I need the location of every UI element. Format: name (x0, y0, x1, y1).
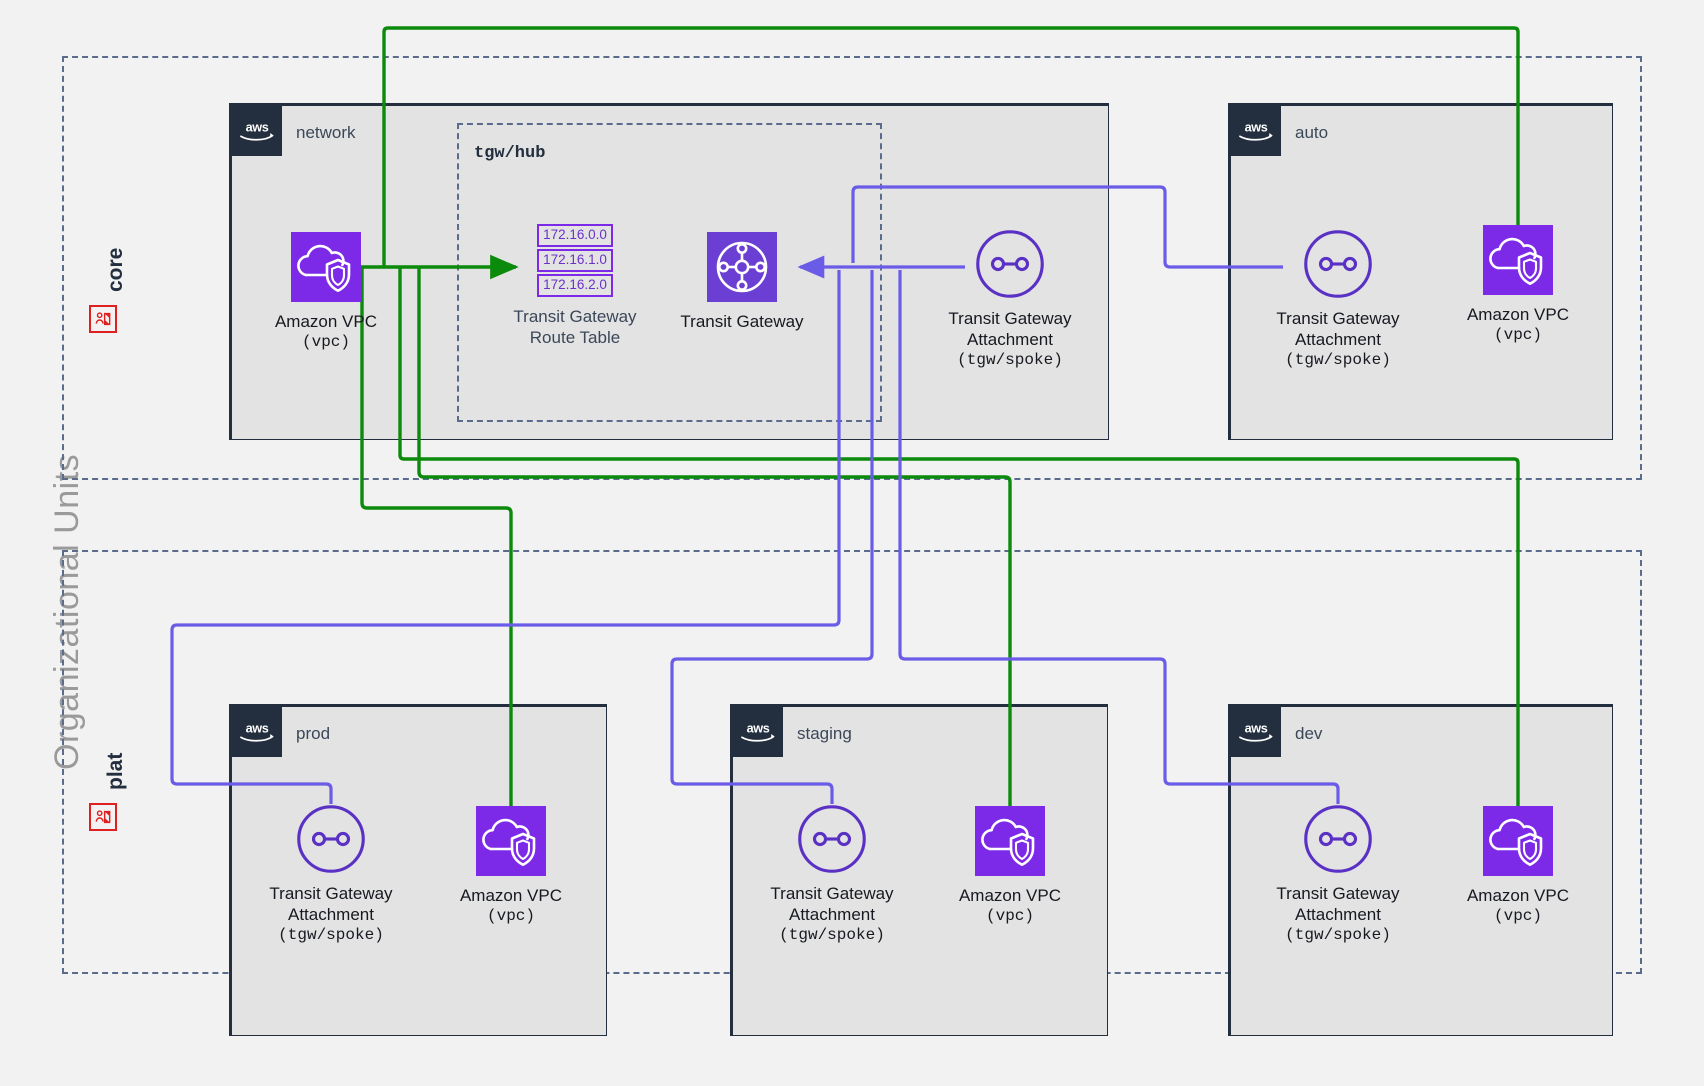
node-caption: Transit Gateway (680, 311, 803, 332)
node-dev-vpc[interactable]: Amazon VPC (vpc) (1433, 806, 1603, 927)
caption-line-3: (tgw/spoke) (779, 926, 885, 944)
aws-logo-prod: aws (232, 707, 282, 757)
caption-line-1: Transit Gateway (948, 309, 1072, 328)
svg-text:aws: aws (747, 722, 770, 736)
caption-line-1: Amazon VPC (274, 312, 378, 331)
svg-text:aws: aws (246, 722, 269, 736)
node-caption: Amazon VPC (vpc) (1467, 885, 1569, 927)
aws-logo-network: aws (232, 106, 282, 156)
svg-text:aws: aws (1245, 722, 1268, 736)
aws-logo-auto: aws (1231, 106, 1281, 156)
caption-line-2: Attachment (788, 905, 875, 924)
node-auto-vpc[interactable]: Amazon VPC (vpc) (1433, 225, 1603, 346)
aws-logo-icon: aws (240, 722, 274, 742)
node-prod-vpc[interactable]: Amazon VPC (vpc) (426, 806, 596, 927)
transit-gateway-attachment-icon (1304, 805, 1372, 873)
aws-logo-icon: aws (1239, 121, 1273, 141)
transit-gateway-attachment-icon (297, 805, 365, 873)
caption-line-2: (vpc) (486, 907, 535, 925)
ou-label-core: core (104, 247, 127, 292)
caption-line-3: (tgw/spoke) (957, 351, 1063, 369)
node-caption: Transit Gateway Attachment (tgw/spoke) (1276, 308, 1399, 371)
node-transit-gateway-route-table[interactable]: 172.16.0.0 172.16.1.0 172.16.2.0 Transit… (475, 224, 675, 348)
route-table-entry[interactable]: 172.16.1.0 (537, 249, 613, 272)
transit-gateway-attachment-icon (976, 230, 1044, 298)
caption-line-1: Transit Gateway (770, 884, 894, 903)
caption-line-3: (tgw/spoke) (1285, 351, 1391, 369)
amazon-vpc-icon (476, 806, 546, 876)
account-name-prod: prod (296, 724, 331, 743)
node-caption: Transit Gateway Route Table (513, 306, 636, 348)
caption-line-3: (tgw/spoke) (1285, 926, 1391, 944)
caption-line-2: Route Table (529, 328, 621, 347)
svg-text:aws: aws (1245, 121, 1268, 135)
aws-logo-icon: aws (741, 722, 775, 742)
node-caption: Transit Gateway Attachment (tgw/spoke) (1276, 883, 1399, 946)
node-transit-gateway[interactable]: Transit Gateway (657, 232, 827, 332)
ou-people-glyph (95, 810, 111, 824)
route-table-entry[interactable]: 172.16.2.0 (537, 274, 613, 297)
aws-logo-dev: aws (1231, 707, 1281, 757)
node-caption: Transit Gateway Attachment (tgw/spoke) (269, 883, 392, 946)
caption-line-2: (vpc) (301, 333, 350, 351)
transit-gateway-icon (707, 232, 777, 302)
node-caption: Transit Gateway Attachment (tgw/spoke) (770, 883, 893, 946)
node-dev-attachment[interactable]: Transit Gateway Attachment (tgw/spoke) (1253, 804, 1423, 946)
account-name-dev: dev (1295, 724, 1323, 743)
amazon-vpc-icon (1483, 225, 1553, 295)
account-name-network: network (296, 123, 356, 142)
node-caption: Amazon VPC (vpc) (1467, 304, 1569, 346)
organizational-unit-icon-plat (89, 803, 117, 831)
caption-line-2: Attachment (287, 905, 374, 924)
caption-line-1: Transit Gateway (513, 307, 637, 326)
caption-line-2: Attachment (966, 330, 1053, 349)
node-staging-vpc[interactable]: Amazon VPC (vpc) (925, 806, 1095, 927)
transit-gateway-attachment-icon (798, 805, 866, 873)
organizational-unit-icon-core (89, 305, 117, 333)
node-caption: Amazon VPC (vpc) (275, 311, 377, 353)
account-name-auto: auto (1295, 123, 1329, 142)
ou-label-plat: plat (104, 752, 127, 790)
aws-logo-icon: aws (1239, 722, 1273, 742)
node-network-vpc[interactable]: Amazon VPC (vpc) (241, 232, 411, 353)
node-staging-attachment[interactable]: Transit Gateway Attachment (tgw/spoke) (747, 804, 917, 946)
caption-line-2: (vpc) (1493, 907, 1542, 925)
aws-logo-staging: aws (733, 707, 783, 757)
amazon-vpc-icon (975, 806, 1045, 876)
node-auto-attachment[interactable]: Transit Gateway Attachment (tgw/spoke) (1253, 229, 1423, 371)
transit-gateway-attachment-icon (1304, 230, 1372, 298)
node-caption: Amazon VPC (vpc) (959, 885, 1061, 927)
account-name-staging: staging (797, 724, 852, 743)
caption-line-1: Amazon VPC (1466, 886, 1570, 905)
node-caption: Amazon VPC (vpc) (460, 885, 562, 927)
group-tgw-hub-label: tgw/hub (474, 144, 546, 163)
caption-line-2: (vpc) (985, 907, 1034, 925)
aws-logo-icon: aws (240, 121, 274, 141)
caption-line-1: Transit Gateway (1276, 884, 1400, 903)
caption-line-3: (tgw/spoke) (278, 926, 384, 944)
node-network-attachment[interactable]: Transit Gateway Attachment (tgw/spoke) (925, 229, 1095, 371)
caption-line-2: Attachment (1294, 905, 1381, 924)
caption-line-2: (vpc) (1493, 326, 1542, 344)
route-table-entry[interactable]: 172.16.0.0 (537, 224, 613, 247)
caption-line-1: Amazon VPC (958, 886, 1062, 905)
node-caption: Transit Gateway Attachment (tgw/spoke) (948, 308, 1071, 371)
caption-line-2: Attachment (1294, 330, 1381, 349)
amazon-vpc-icon (1483, 806, 1553, 876)
caption-line-1: Transit Gateway (269, 884, 393, 903)
ou-people-glyph (95, 312, 111, 326)
caption-line-1: Transit Gateway (680, 312, 804, 331)
caption-line-1: Amazon VPC (459, 886, 563, 905)
amazon-vpc-icon (291, 232, 361, 302)
caption-line-1: Amazon VPC (1466, 305, 1570, 324)
caption-line-1: Transit Gateway (1276, 309, 1400, 328)
node-prod-attachment[interactable]: Transit Gateway Attachment (tgw/spoke) (246, 804, 416, 946)
svg-text:aws: aws (246, 121, 269, 135)
